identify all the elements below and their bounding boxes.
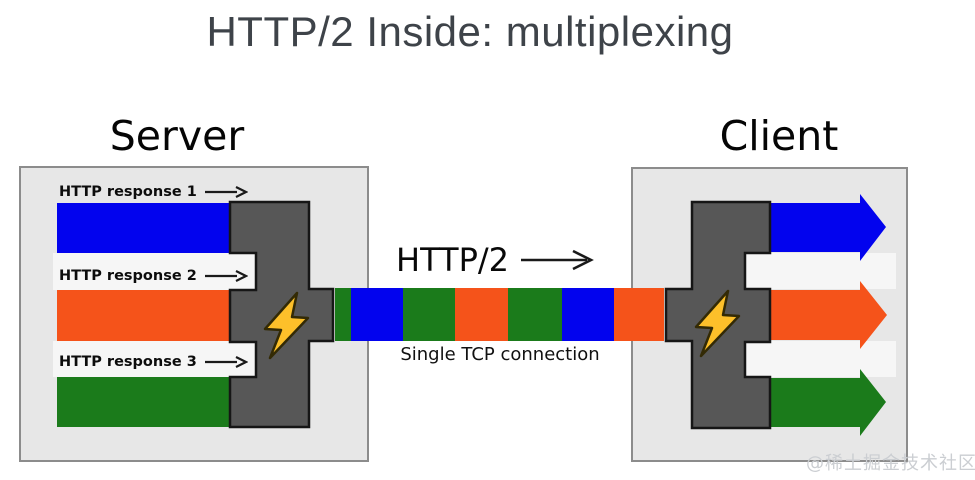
http2-label: HTTP/2 bbox=[396, 241, 595, 279]
response-label-3-text: HTTP response 3 bbox=[59, 354, 197, 370]
right-arrow-icon bbox=[204, 356, 248, 368]
response-bar-3 bbox=[57, 377, 230, 427]
page-title: HTTP/2 Inside: multiplexing bbox=[206, 8, 734, 55]
client-white-lane-2 bbox=[745, 341, 896, 377]
server-white-lane-1 bbox=[53, 253, 257, 290]
right-arrow-icon bbox=[204, 186, 248, 198]
response-bar-2 bbox=[57, 290, 230, 341]
long-right-arrow-icon bbox=[521, 249, 594, 271]
watermark: @稀土掘金技术社区 bbox=[806, 453, 975, 474]
response-label-2: HTTP response 2 bbox=[59, 268, 248, 284]
client-white-lane-1 bbox=[745, 253, 896, 289]
tcp-segment bbox=[562, 288, 614, 341]
response-bar-1 bbox=[57, 203, 230, 253]
response-label-3: HTTP response 3 bbox=[59, 354, 248, 370]
client-heading: Client bbox=[719, 112, 839, 160]
response-label-1: HTTP response 1 bbox=[59, 184, 248, 200]
tcp-segment bbox=[351, 288, 403, 341]
response-label-1-text: HTTP response 1 bbox=[59, 184, 197, 200]
response-label-2-text: HTTP response 2 bbox=[59, 268, 197, 284]
tcp-segment bbox=[508, 288, 562, 341]
tcp-caption: Single TCP connection bbox=[400, 344, 600, 365]
tcp-segment bbox=[335, 288, 351, 341]
tcp-segment bbox=[455, 288, 508, 341]
server-heading: Server bbox=[109, 112, 245, 160]
server-white-lane-2 bbox=[53, 341, 257, 377]
client-box bbox=[631, 167, 908, 462]
tcp-connection-bar bbox=[335, 288, 664, 341]
right-arrow-icon bbox=[204, 270, 248, 282]
tcp-segment bbox=[403, 288, 455, 341]
protocol-label-text: HTTP/2 bbox=[396, 241, 510, 279]
tcp-segment bbox=[614, 288, 664, 341]
